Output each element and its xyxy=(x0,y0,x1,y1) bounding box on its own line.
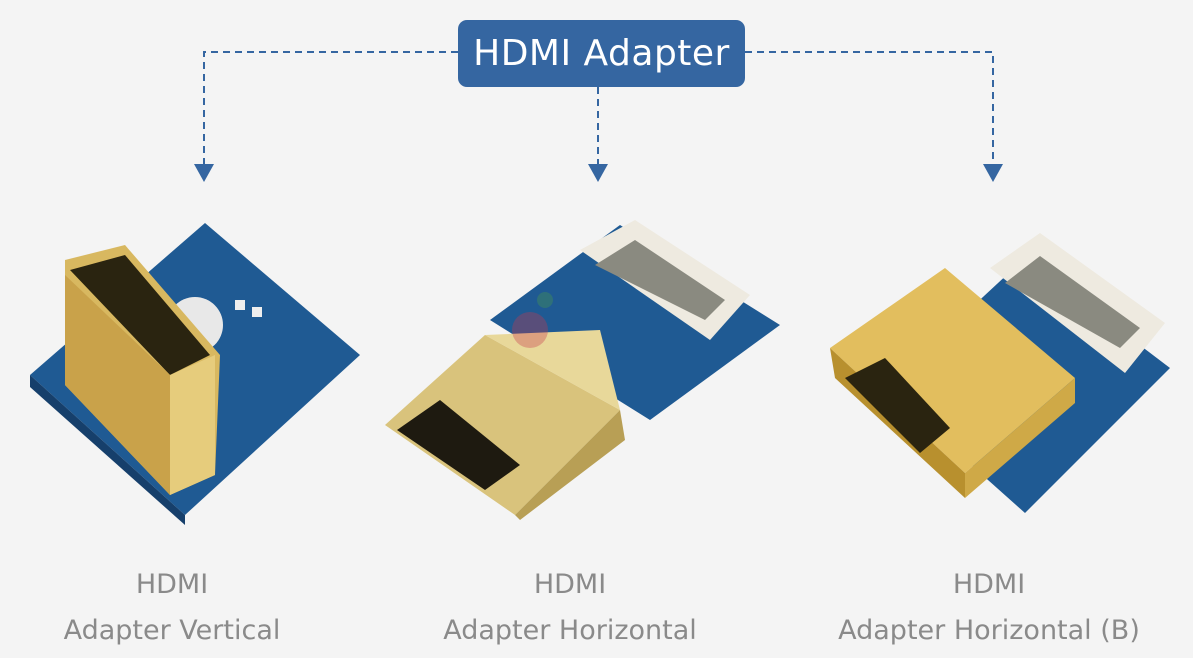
arrow-down-icon xyxy=(194,164,214,182)
product-label-vertical: HDMI Adapter Vertical xyxy=(0,562,352,654)
label-line1: HDMI xyxy=(952,569,1026,600)
hdmi-adapter-horizontal-image xyxy=(385,220,780,520)
diagram-title: HDMI Adapter xyxy=(458,20,745,87)
watermark-logo xyxy=(512,292,553,348)
product-label-horizontal-b: HDMI Adapter Horizontal (B) xyxy=(809,562,1169,654)
dashed-line-right xyxy=(745,51,994,165)
label-line2: Adapter Horizontal xyxy=(443,615,697,646)
arrow-down-icon xyxy=(588,164,608,182)
dashed-line-left xyxy=(203,51,458,165)
arrow-down-icon xyxy=(983,164,1003,182)
label-line1: HDMI xyxy=(135,569,209,600)
hdmi-adapter-vertical-image xyxy=(30,223,360,525)
label-line2: Adapter Vertical xyxy=(63,615,281,646)
product-label-horizontal: HDMI Adapter Horizontal xyxy=(390,562,750,654)
label-line1: HDMI xyxy=(533,569,607,600)
hdmi-adapter-horizontal-b-image xyxy=(830,233,1170,513)
label-line2: Adapter Horizontal (B) xyxy=(838,615,1140,646)
